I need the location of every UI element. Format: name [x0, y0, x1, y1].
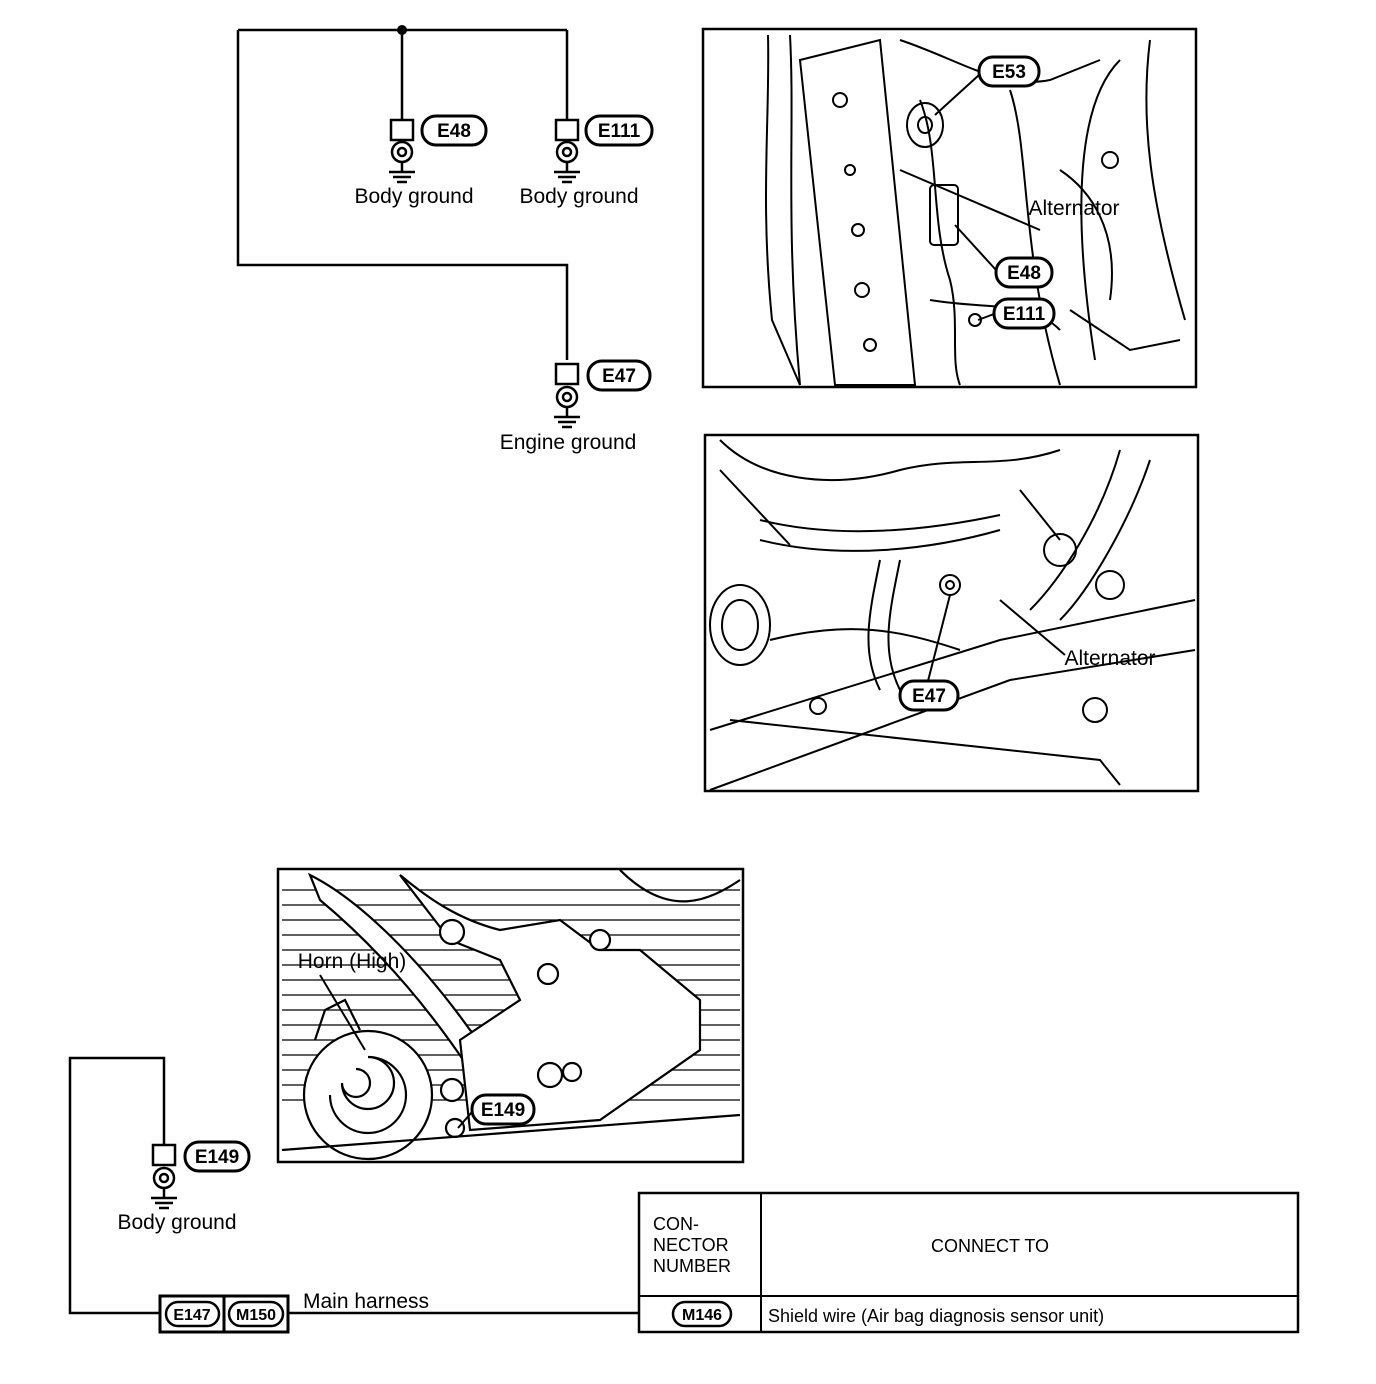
callout-e53: E53	[934, 55, 1041, 116]
table-header-number-line3: NUMBER	[653, 1256, 731, 1276]
ground-label-e149: Body ground	[117, 1211, 236, 1234]
table-header-number-line1: CON-	[653, 1214, 699, 1234]
ground-label-e47: Engine ground	[500, 431, 637, 454]
harness-label-e147: E147	[173, 1307, 210, 1324]
table-row: M146 Shield wire (Air bag diagnosis sens…	[671, 1300, 1104, 1328]
connector-pill-e47: E47	[586, 359, 652, 392]
connector-label-e47: E47	[602, 366, 636, 387]
connector-table: CON- NECTOR NUMBER CONNECT TO M146 Shiel…	[637, 1191, 1300, 1334]
connector-label-e149: E149	[195, 1147, 239, 1168]
ground-circuit-bottom	[68, 1056, 640, 1315]
callout-label-e111-photo: E111	[1003, 304, 1046, 325]
connector-label-e48: E48	[437, 121, 471, 142]
ground-symbol-e111	[554, 118, 580, 184]
callout-label-e149-photo: E149	[481, 1100, 525, 1121]
callout-label-e48-photo: E48	[1007, 263, 1041, 284]
photo-top: E53 Alternator E48 E111	[701, 27, 1198, 389]
connector-pill-e149: E149	[183, 1140, 251, 1173]
table-cell-connect-to: Shield wire (Air bag diagnosis sensor un…	[768, 1306, 1104, 1326]
ground-symbol-e149	[151, 1143, 177, 1210]
alternator-label-middle: Alternator	[1064, 647, 1155, 670]
ground-label-e48: Body ground	[354, 185, 473, 208]
ground-label-e111: Body ground	[519, 185, 638, 208]
callout-e48-photo: E48	[954, 224, 1054, 289]
callout-e47-photo: E47	[898, 594, 960, 712]
callout-e111-photo: E111	[977, 297, 1056, 330]
table-header-number-line2: NECTOR	[653, 1235, 729, 1255]
callout-label-e47-photo: E47	[912, 686, 946, 707]
connector-pill-e48: E48	[420, 114, 488, 147]
callout-label-e53: E53	[992, 62, 1026, 83]
ground-symbol-e48	[389, 118, 415, 184]
main-harness-label: Main harness	[303, 1290, 429, 1313]
connector-pill-e111: E111	[584, 114, 654, 147]
table-header-connect: CONNECT TO	[931, 1236, 1049, 1256]
connector-label-e111: E111	[598, 121, 641, 142]
ground-symbol-e47	[554, 362, 580, 429]
harness-connector: E147 M150	[158, 1294, 290, 1334]
horn-label: Horn (High)	[298, 950, 407, 973]
splice-point	[397, 25, 407, 35]
harness-label-m150: M150	[236, 1307, 276, 1324]
photo-bottom: Horn (High) E149	[276, 867, 745, 1164]
table-cell-connector: M146	[682, 1307, 722, 1324]
callout-e149-photo: E149	[457, 1093, 536, 1129]
alternator-label-top: Alternator	[1028, 197, 1119, 220]
photo-middle: Alternator E47	[703, 433, 1200, 793]
